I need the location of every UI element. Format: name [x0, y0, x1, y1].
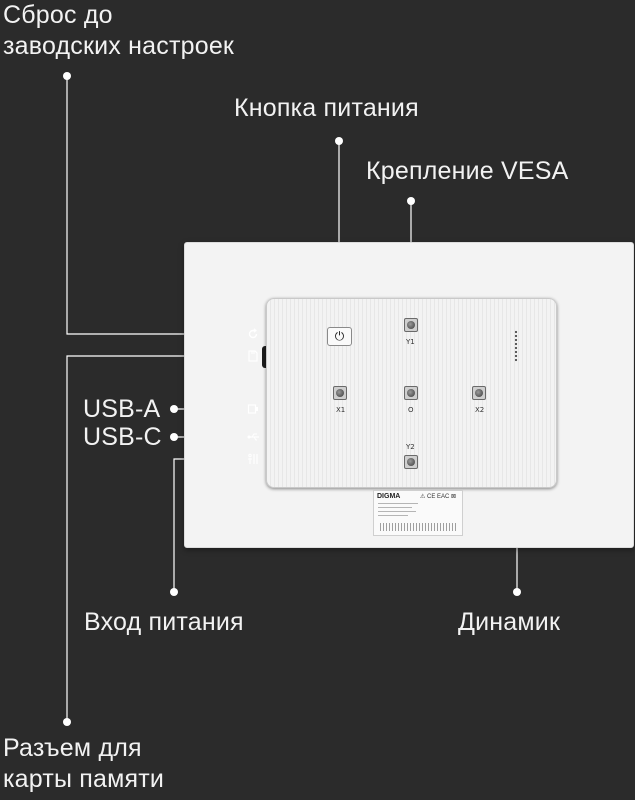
sticker-text-line [378, 515, 408, 516]
label-power-input: Вход питания [84, 608, 244, 636]
sticker-text-line [378, 511, 416, 512]
vesa-mount-x1 [333, 386, 347, 400]
product-sticker: DIGMA ⚠ CE EAC ⊠ [373, 490, 463, 536]
vesa-label-y1: Y1 [406, 338, 415, 346]
vesa-mount-y1 [404, 318, 418, 332]
vesa-label-x1: X1 [336, 406, 346, 414]
power-input-icon[interactable] [247, 453, 259, 465]
sticker-text-line [378, 503, 418, 504]
label-factory-reset: Сброс до заводских настроек [3, 1, 235, 60]
power-icon: ⏻ [334, 329, 345, 343]
vesa-label-x2: X2 [475, 406, 485, 414]
vesa-mount-x2 [472, 386, 486, 400]
sticker-brand: DIGMA [377, 493, 401, 500]
vesa-label-y2: Y2 [406, 443, 415, 451]
sticker-text-line [378, 507, 412, 508]
vesa-mount-o [404, 386, 418, 400]
label-memory-card-slot: Разъем для карты памяти [3, 734, 165, 793]
sd-card-icon[interactable] [247, 350, 259, 362]
label-vesa-mount: Крепление VESA [366, 157, 569, 185]
certification-marks: ⚠ CE EAC ⊠ [420, 494, 457, 500]
speaker-grille [513, 330, 519, 362]
usb-a-icon[interactable] [247, 403, 259, 415]
side-connector [262, 346, 269, 368]
vesa-mount-y2 [404, 455, 418, 469]
vesa-label-o: O [408, 406, 414, 414]
label-speaker: Динамик [458, 608, 561, 636]
label-power-button: Кнопка питания [234, 94, 419, 122]
reset-icon[interactable] [247, 328, 259, 340]
label-usb-a: USB-A [83, 395, 161, 423]
power-button[interactable]: ⏻ [327, 327, 352, 346]
usb-c-icon[interactable] [247, 431, 259, 443]
barcode [380, 523, 456, 531]
label-usb-c: USB-C [83, 423, 162, 451]
